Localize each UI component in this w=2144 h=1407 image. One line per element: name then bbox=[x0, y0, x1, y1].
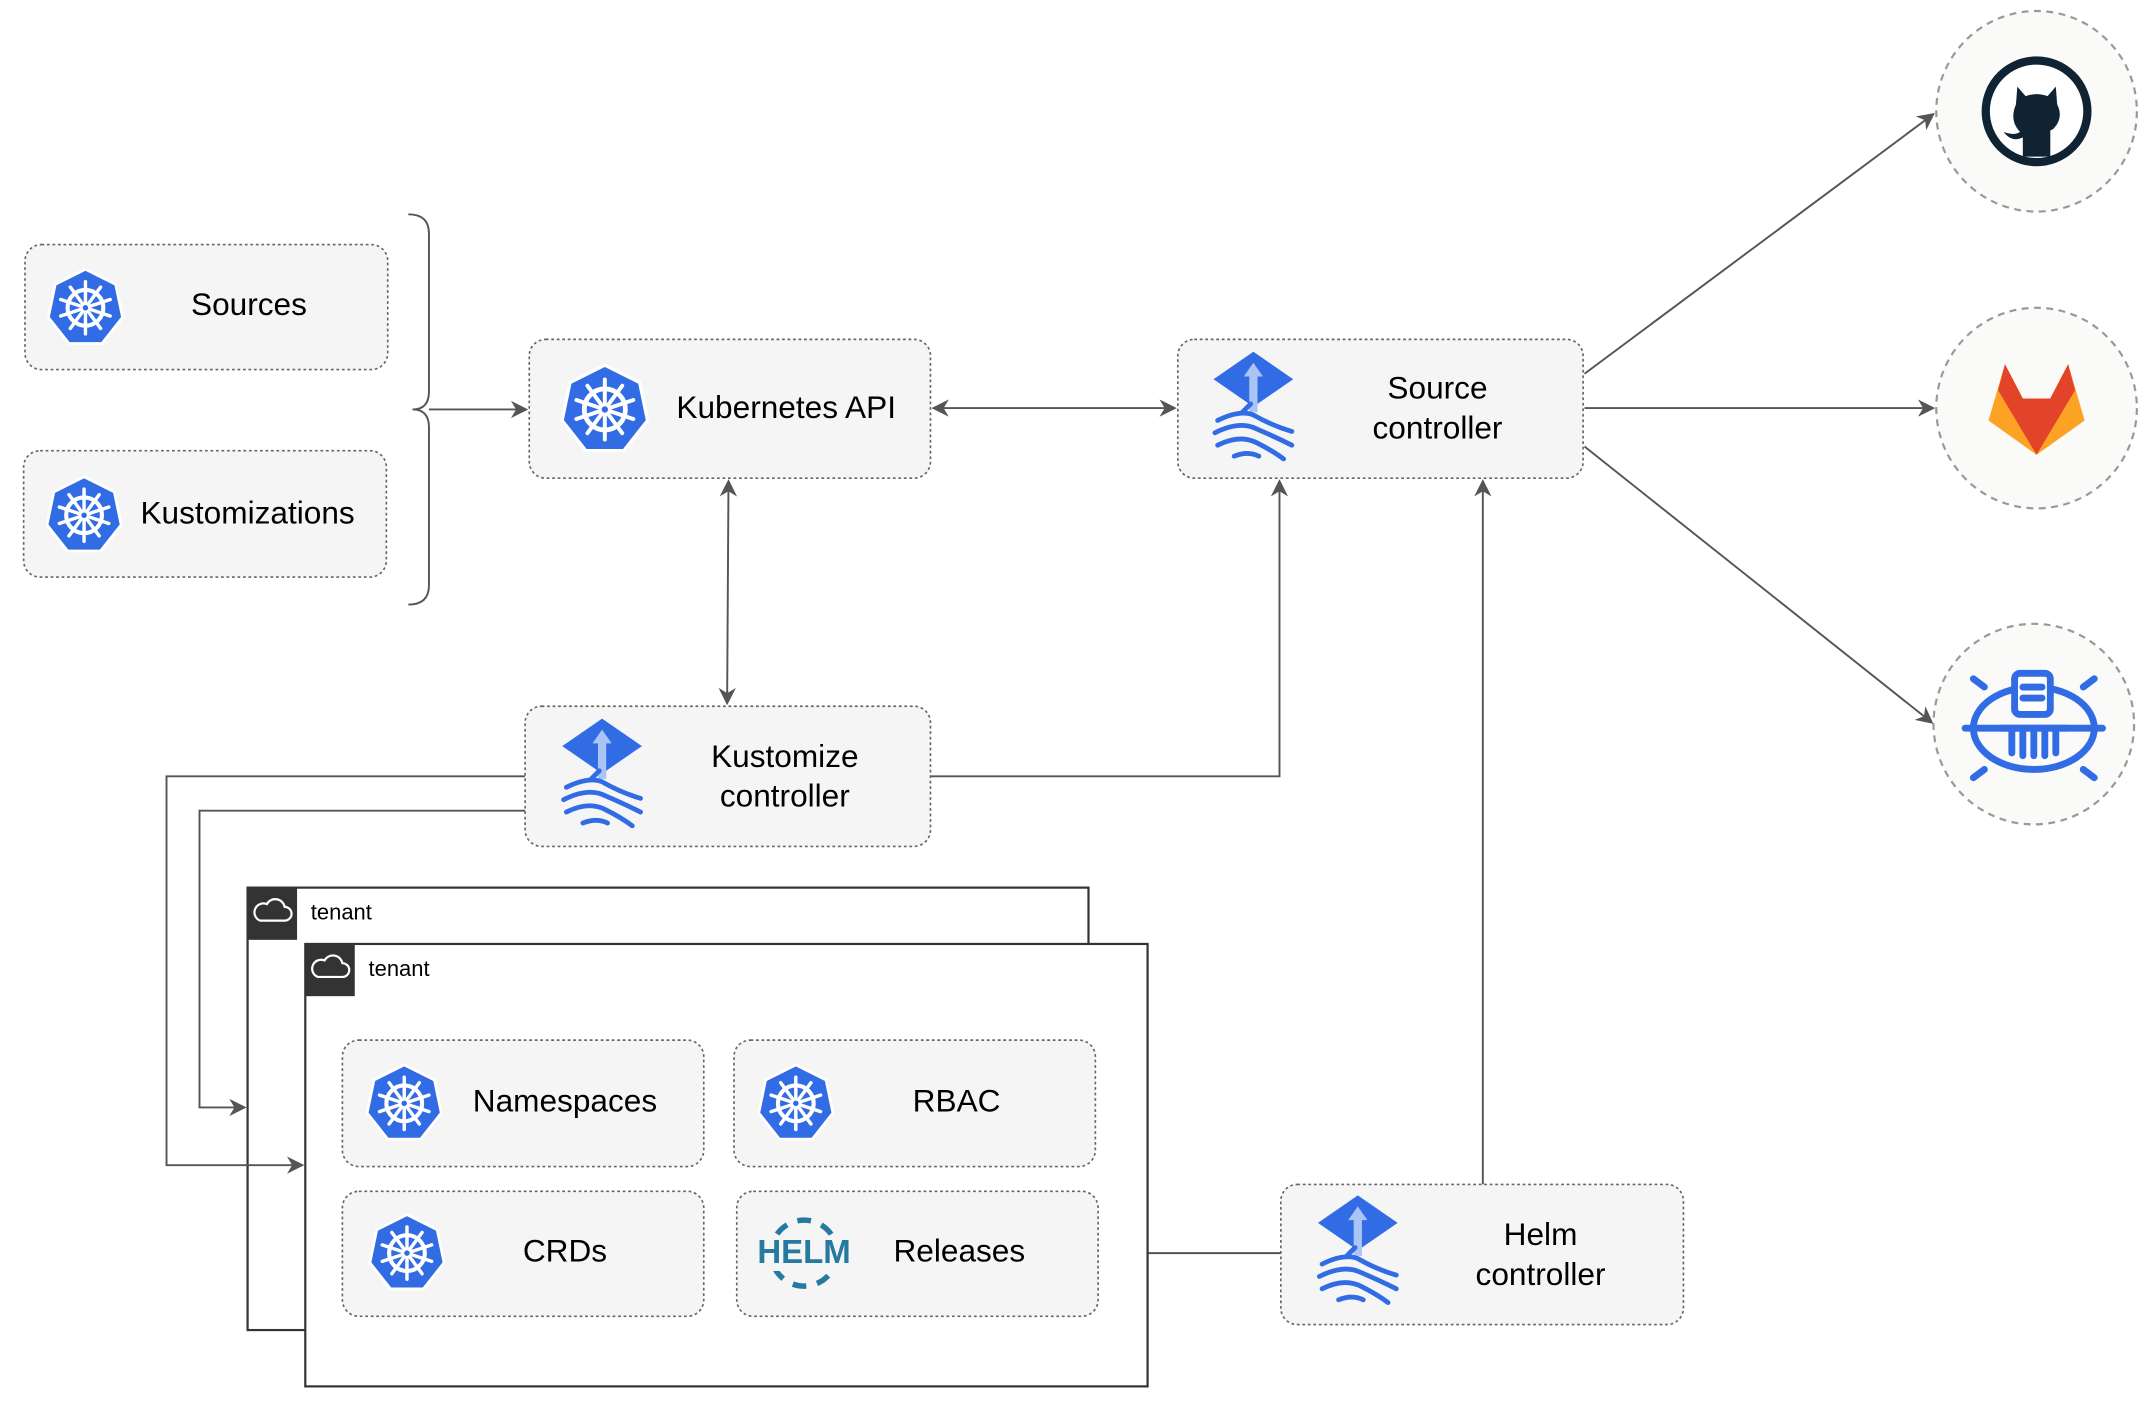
node-sources[interactable]: Sources bbox=[24, 243, 389, 371]
external-bucket[interactable] bbox=[1932, 622, 2136, 826]
node-namespaces[interactable]: Namespaces bbox=[341, 1039, 705, 1168]
github-icon bbox=[1981, 56, 2092, 167]
external-gitlab[interactable] bbox=[1935, 306, 2138, 510]
bucket-icon bbox=[1961, 669, 2106, 782]
external-github[interactable] bbox=[1935, 9, 2138, 213]
tenant-label: tenant bbox=[311, 900, 372, 925]
node-source-controller[interactable]: Source controller bbox=[1176, 338, 1584, 479]
node-label: controller bbox=[1476, 1256, 1606, 1292]
edge-kustomize-to-tenant-back bbox=[198, 809, 526, 1117]
node-rbac[interactable]: RBAC bbox=[733, 1039, 1097, 1168]
node-kubernetes-api[interactable]: Kubernetes API bbox=[528, 338, 932, 479]
edge-api-kustomize-controller bbox=[718, 479, 738, 706]
node-releases[interactable]: HELM Releases bbox=[735, 1190, 1099, 1318]
node-label: Source bbox=[1387, 370, 1487, 406]
node-kustomizations[interactable]: Kustomizations bbox=[22, 449, 388, 578]
edge-source-to-bucket bbox=[1583, 445, 1934, 724]
node-label: Kustomize bbox=[711, 738, 858, 774]
node-crds[interactable]: CRDs bbox=[341, 1190, 705, 1318]
helm-logo-text: HELM bbox=[757, 1233, 850, 1270]
node-label: Namespaces bbox=[473, 1083, 657, 1119]
node-label: Sources bbox=[191, 286, 307, 322]
edge-kustomize-to-tenant-front bbox=[165, 775, 526, 1174]
node-kustomize-controller[interactable]: Kustomize controller bbox=[524, 705, 932, 848]
node-label: Helm bbox=[1504, 1216, 1578, 1252]
node-label: Releases bbox=[893, 1232, 1025, 1268]
edge-kustomize-to-source bbox=[930, 479, 1289, 778]
node-label: CRDs bbox=[523, 1232, 607, 1268]
node-label: Kubernetes API bbox=[676, 389, 896, 425]
edge-source-to-github bbox=[1583, 113, 1935, 375]
node-label: Kustomizations bbox=[140, 495, 354, 531]
gitlab-icon bbox=[1988, 364, 2085, 455]
tenant-label: tenant bbox=[369, 956, 430, 981]
node-label: controller bbox=[1373, 409, 1503, 445]
helm-icon: HELM bbox=[757, 1217, 851, 1289]
node-label: RBAC bbox=[913, 1083, 1001, 1119]
node-helm-controller[interactable]: Helm controller bbox=[1280, 1183, 1685, 1326]
brace bbox=[408, 213, 430, 606]
node-label: controller bbox=[720, 778, 850, 814]
